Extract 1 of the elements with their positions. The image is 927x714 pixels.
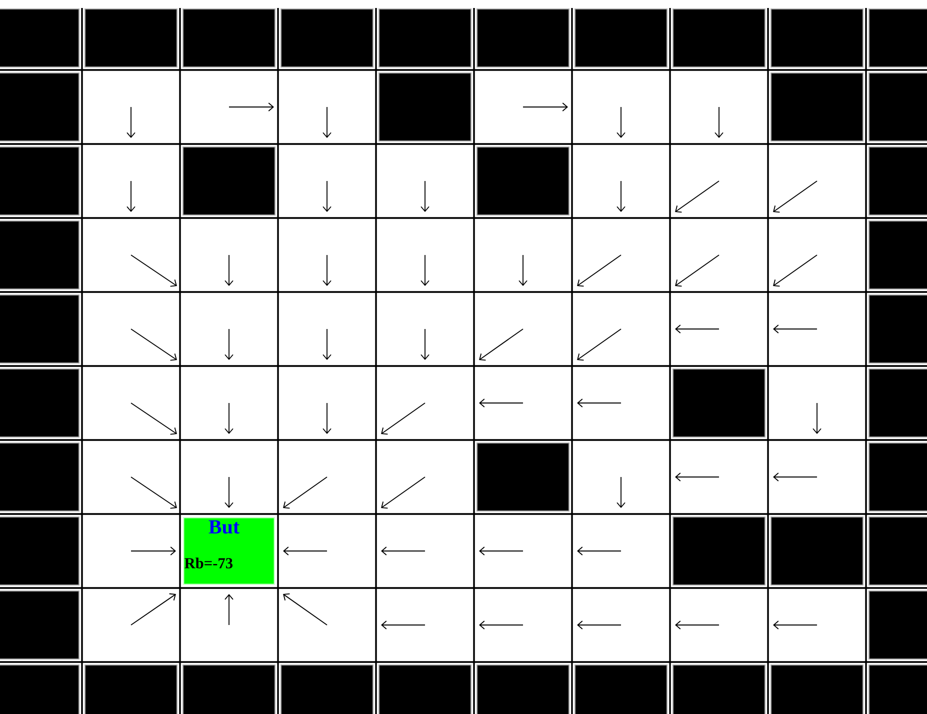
goal-cell: But Rb=-73	[183, 517, 275, 585]
